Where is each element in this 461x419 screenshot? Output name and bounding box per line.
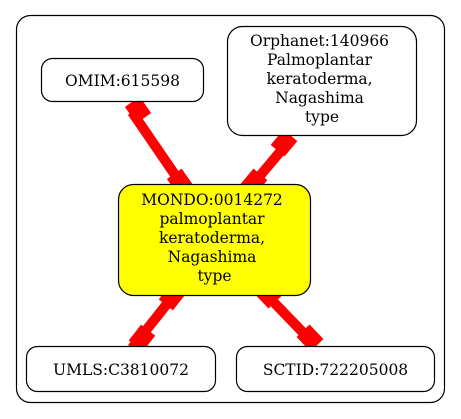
node-sctid-line: SCTID:722205008	[263, 361, 408, 379]
node-mondo-label: MONDO:0014272 palmoplantar keratoderma, …	[141, 191, 287, 285]
node-orphanet-line: Palmoplantar	[267, 51, 373, 69]
edge-marker	[128, 324, 156, 352]
node-omim-label: OMIM:615598	[65, 72, 180, 90]
node-orphanet-label: Orphanet:140966 Palmoplantar keratoderma…	[250, 32, 394, 126]
node-umls[interactable]: UMLS:C3810072	[25, 345, 217, 393]
node-sctid-label: SCTID:722205008	[263, 361, 408, 379]
node-mondo-line: palmoplantar	[159, 210, 265, 228]
node-orphanet-line: keratoderma,	[266, 70, 372, 88]
node-mondo[interactable]: MONDO:0014272 palmoplantar keratoderma, …	[117, 183, 312, 297]
node-orphanet-line: type	[305, 108, 339, 126]
node-omim-box	[40, 57, 205, 103]
node-mondo-box	[117, 183, 312, 297]
node-mondo-line: MONDO:0014272	[141, 191, 283, 209]
node-omim[interactable]: OMIM:615598	[40, 57, 205, 103]
node-omim-line: OMIM:615598	[65, 72, 180, 90]
edge-marker	[270, 129, 298, 157]
node-umls-box	[25, 345, 217, 393]
edge-marker	[124, 96, 152, 124]
node-orphanet-line: Nagashima	[275, 89, 364, 107]
edge-marker	[296, 324, 324, 352]
node-mondo-line: type	[197, 267, 231, 285]
node-sctid-box	[235, 345, 436, 393]
cluster-frame	[15, 14, 446, 404]
node-orphanet-line: Orphanet:140966	[250, 32, 389, 50]
node-orphanet[interactable]: Orphanet:140966 Palmoplantar keratoderma…	[226, 25, 418, 137]
node-mondo-line: Nagashima	[168, 248, 257, 266]
node-mondo-line: keratoderma,	[159, 229, 265, 247]
node-umls-line: UMLS:C3810072	[53, 361, 189, 379]
node-umls-label: UMLS:C3810072	[53, 361, 189, 379]
node-sctid[interactable]: SCTID:722205008	[235, 345, 436, 393]
node-orphanet-box	[226, 25, 418, 137]
